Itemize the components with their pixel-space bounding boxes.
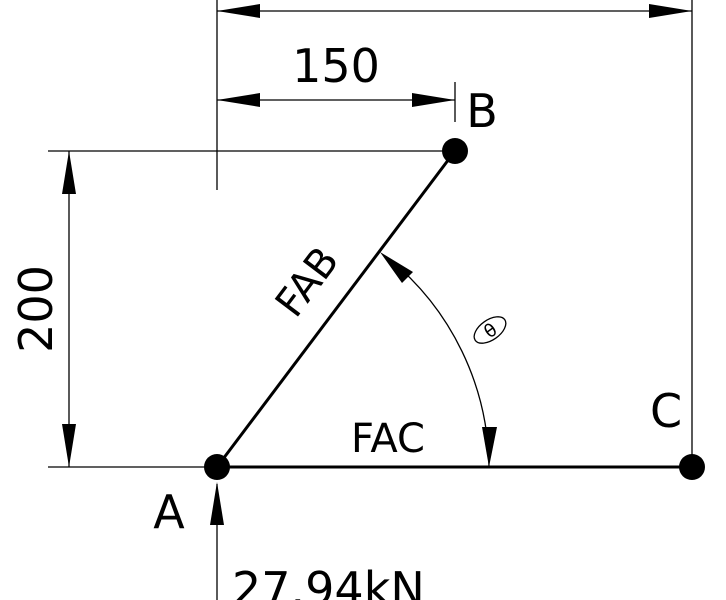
reaction-arrowhead bbox=[210, 482, 224, 525]
member-ab bbox=[215, 150, 457, 468]
dimension-150-label: 150 bbox=[292, 39, 380, 93]
node-c bbox=[679, 454, 705, 480]
node-a bbox=[204, 454, 230, 480]
dimension-200-label: 200 bbox=[9, 265, 63, 353]
dimension-150: 150 bbox=[217, 39, 455, 107]
arrow-left bbox=[217, 4, 260, 18]
node-b-label: B bbox=[466, 84, 498, 138]
overall-dimension bbox=[217, 4, 692, 18]
arrow-left bbox=[217, 93, 260, 107]
theta-symbol-outline bbox=[473, 316, 507, 344]
member-ac-label: FAC bbox=[351, 416, 425, 462]
arrow-right bbox=[649, 4, 692, 18]
theta-symbol: θ bbox=[480, 319, 501, 343]
arrow-right bbox=[412, 93, 455, 107]
arrow-up bbox=[62, 151, 76, 194]
reaction-label: 27.94kN bbox=[232, 562, 425, 600]
arrow-start bbox=[380, 252, 413, 283]
reaction-force: 27.94kN bbox=[210, 482, 425, 600]
node-b bbox=[442, 138, 468, 164]
angle-theta: θ bbox=[380, 252, 507, 468]
dimension-200: 200 bbox=[9, 151, 76, 467]
member-ab-label: FAB bbox=[267, 239, 348, 326]
node-a-label: A bbox=[153, 485, 185, 539]
extension-lines bbox=[48, 0, 693, 468]
arrow-down bbox=[62, 424, 76, 467]
node-c-label: C bbox=[650, 384, 682, 438]
arrow-end bbox=[482, 427, 497, 467]
